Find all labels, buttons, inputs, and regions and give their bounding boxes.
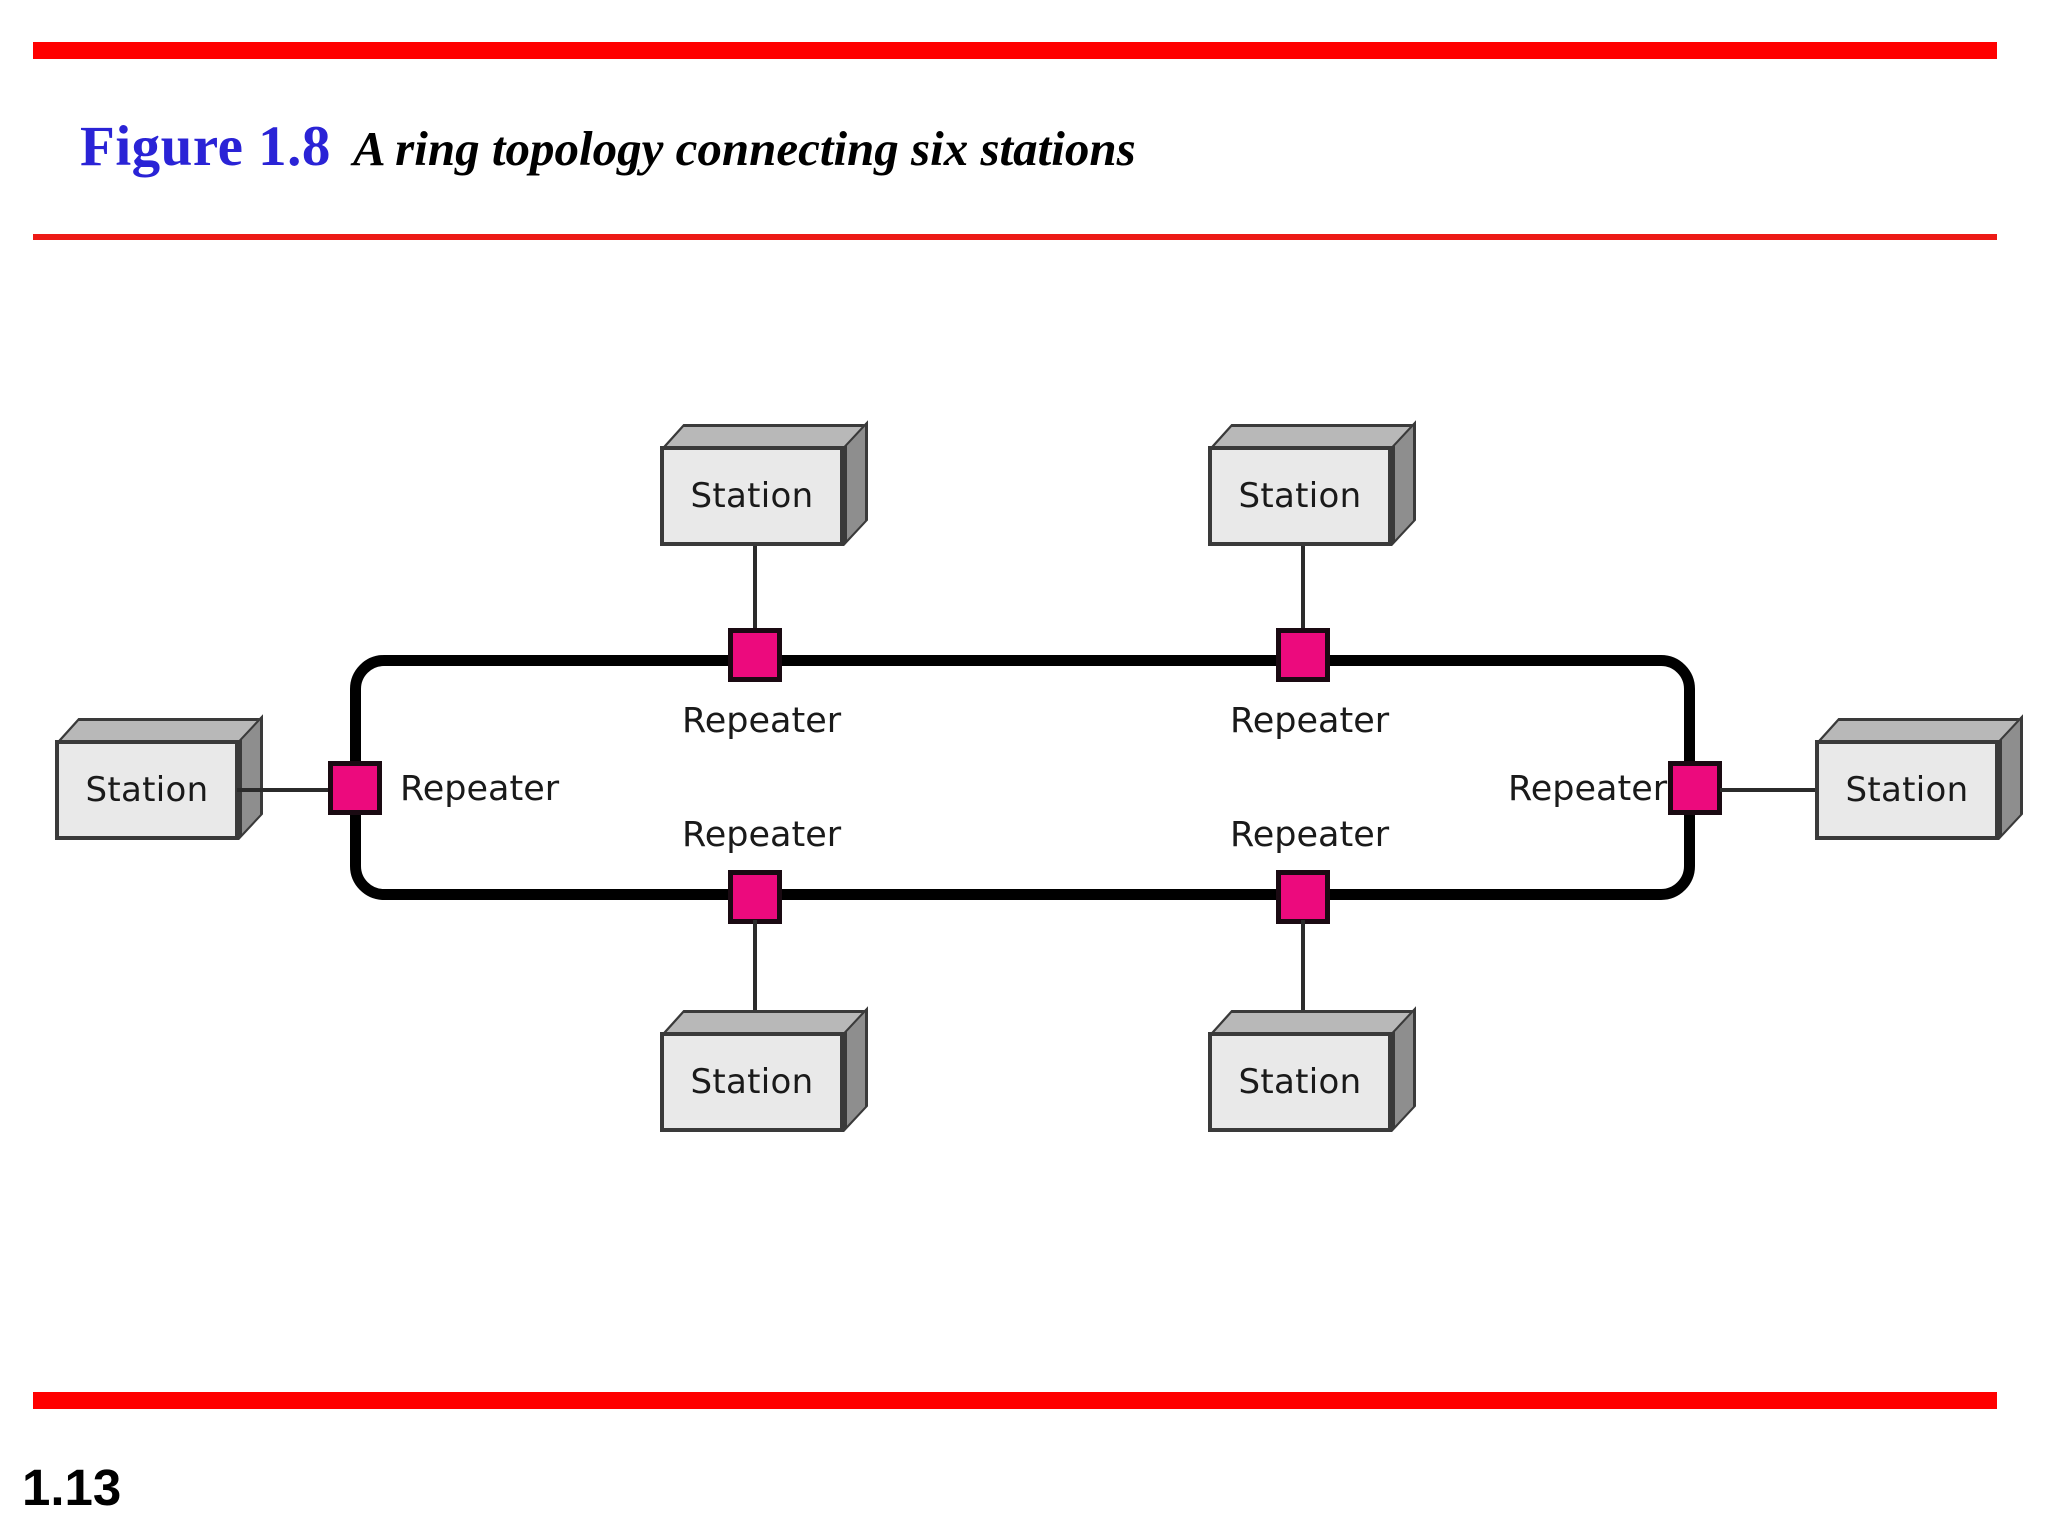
figure-number: Figure 1.8 <box>80 115 331 178</box>
connector-top-left <box>753 546 757 656</box>
station-right[interactable]: Station <box>1815 714 2023 840</box>
station-front-face: Station <box>55 740 239 840</box>
bottom-accent-rule <box>33 1392 1997 1409</box>
connector-top-right <box>1301 546 1305 656</box>
repeater-label-left: Repeater <box>400 769 560 809</box>
station-front-face: Station <box>1815 740 1999 840</box>
repeater-label-bottom-left: Repeater <box>682 815 842 855</box>
repeater-bottom-left[interactable] <box>728 870 782 924</box>
repeater-right[interactable] <box>1668 761 1722 815</box>
repeater-label-right: Repeater <box>1508 769 1668 809</box>
repeater-label-top-left: Repeater <box>682 701 842 741</box>
station-top-left[interactable]: Station <box>660 420 868 546</box>
figure-caption: A ring topology connecting six stations <box>352 121 1136 176</box>
station-label: Station <box>1238 1062 1362 1102</box>
connector-bottom-left <box>753 920 757 1040</box>
station-left[interactable]: Station <box>55 714 263 840</box>
repeater-top-left[interactable] <box>728 628 782 682</box>
station-label: Station <box>85 770 209 810</box>
station-label: Station <box>690 1062 814 1102</box>
station-label: Station <box>690 476 814 516</box>
title-underline-rule <box>33 234 1997 240</box>
station-front-face: Station <box>1208 446 1392 546</box>
repeater-label-bottom-right: Repeater <box>1230 815 1390 855</box>
station-label: Station <box>1238 476 1362 516</box>
repeater-left[interactable] <box>328 761 382 815</box>
station-label: Station <box>1845 770 1969 810</box>
station-front-face: Station <box>660 446 844 546</box>
station-front-face: Station <box>660 1032 844 1132</box>
page-number: 1.13 <box>22 1459 122 1516</box>
connector-left <box>237 788 330 792</box>
repeater-label-top-right: Repeater <box>1230 701 1390 741</box>
repeater-bottom-right[interactable] <box>1276 870 1330 924</box>
station-bottom-left[interactable]: Station <box>660 1006 868 1132</box>
station-front-face: Station <box>1208 1032 1392 1132</box>
connector-bottom-right <box>1301 920 1305 1040</box>
station-bottom-right[interactable]: Station <box>1208 1006 1416 1132</box>
connector-right <box>1720 788 1818 792</box>
figure-title: Figure 1.8 A ring topology connecting six… <box>80 118 1136 175</box>
top-accent-rule <box>33 42 1997 59</box>
station-top-right[interactable]: Station <box>1208 420 1416 546</box>
repeater-top-right[interactable] <box>1276 628 1330 682</box>
